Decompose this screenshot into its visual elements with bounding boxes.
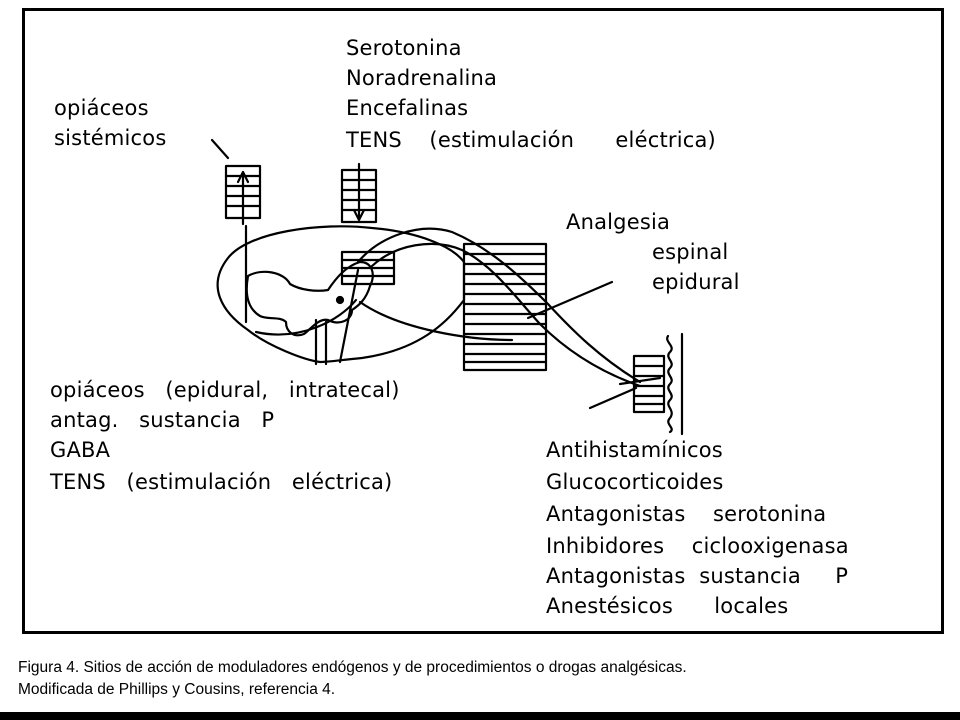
label-espinal: espinal <box>652 240 729 264</box>
caption-line-2: Modificada de Phillips y Cousins, refere… <box>18 681 336 698</box>
label-analgesia: Analgesia <box>566 210 671 234</box>
label-encefalinas: Encefalinas <box>346 96 469 120</box>
label-serotonina: Serotonina <box>346 36 462 60</box>
label-gaba: GABA <box>50 438 111 462</box>
label-antagonistas-serotonina: Antagonistas serotonina <box>546 502 827 526</box>
label-opiaceos-epidural: opiáceos (epidural, intratecal) <box>50 378 400 402</box>
label-opiaceos: opiáceos <box>54 96 149 120</box>
skin-receptors <box>666 334 673 434</box>
label-anestesicos: Anestésicos locales <box>546 594 789 618</box>
label-antag-sustancia-p: antag. sustancia P <box>50 408 275 432</box>
label-glucocorticoides: Glucocorticoides <box>546 470 724 494</box>
caption-line-1: Figura 4. Sitios de acción de moduladore… <box>18 659 687 676</box>
label-noradrenalina: Noradrenalina <box>346 66 498 90</box>
label-tens-top: TENS (estimulación eléctrica) <box>346 128 716 152</box>
figure-frame <box>22 8 944 634</box>
label-antagonistas-sustancia: Antagonistas sustancia P <box>546 564 849 588</box>
dorsal-root <box>356 227 642 384</box>
label-inhibidores: Inhibidores ciclooxigenasa <box>546 534 849 558</box>
label-tens-bottom: TENS (estimulación eléctrica) <box>50 470 393 494</box>
label-antihistaminicos: Antihistamínicos <box>546 438 723 462</box>
grey-matter <box>245 260 374 337</box>
label-sistemicos: sistémicos <box>54 126 167 150</box>
spinal-cord-outline <box>216 225 466 364</box>
label-epidural: epidural <box>652 270 740 294</box>
